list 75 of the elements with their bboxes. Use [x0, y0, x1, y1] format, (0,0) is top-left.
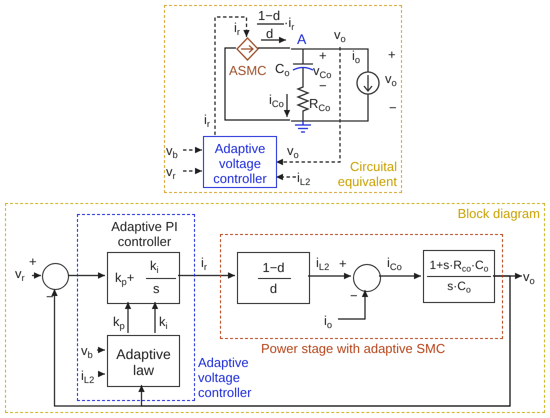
circuit-label: 1−d — [258, 8, 280, 23]
circuit-label: i$_{o}$ — [352, 48, 360, 63]
polarity-sign: + — [29, 254, 37, 269]
circuit-label: v$_{Co}$ — [313, 63, 332, 78]
node-label: A — [297, 32, 306, 47]
arrow — [183, 146, 202, 154]
controller-box — [203, 136, 277, 188]
signal-label: v$_{o}$ — [523, 269, 541, 287]
group-label: Power stage with adaptive SMC — [261, 341, 446, 356]
transfer-function-term: s — [153, 281, 160, 296]
arrow — [68, 272, 105, 279]
signal-label: v$_{b}$ — [166, 143, 184, 160]
circuit-label: i$_{r}$ — [234, 20, 240, 35]
summing-junction — [353, 264, 381, 292]
transfer-function-term: s·C$_{o}$ — [446, 279, 472, 294]
arrow — [124, 302, 132, 333]
edge-label: v$_{o}$ — [287, 143, 299, 158]
arrow — [97, 346, 105, 354]
arrow — [308, 272, 351, 280]
source-label: ASMC — [229, 63, 267, 78]
circuit-drawing — [291, 48, 380, 134]
edge-label: i$_{r}$ — [204, 112, 210, 127]
edge-label: k$_{i}$ — [159, 314, 168, 329]
circuit-label: v$_{o}$ — [385, 71, 397, 86]
group-label: Adaptive voltage controller — [198, 355, 252, 400]
arrow — [152, 302, 158, 333]
circuit-label: ·i$_{r}$ — [284, 15, 294, 30]
arrow — [183, 168, 202, 174]
polarity-sign: + — [319, 48, 327, 63]
group-label: Circuital equivalent — [336, 159, 397, 189]
arrow — [276, 47, 341, 166]
block-box — [423, 250, 495, 303]
component-label: C$_{o}$ — [275, 61, 290, 76]
transfer-function-term: k$_{p}$+ — [115, 270, 134, 285]
group-label: Block diagram — [458, 206, 540, 221]
signal-label: v$_{r}$ — [15, 266, 33, 284]
block-box — [237, 252, 310, 304]
arrow — [178, 272, 235, 279]
polarity-sign: + — [388, 47, 396, 62]
polarity-sign: − — [389, 100, 397, 115]
polarity-sign: + — [339, 256, 347, 271]
signal-label: i$_{L2}$ — [81, 368, 103, 385]
edge-label: i$_{Co}$ — [387, 255, 402, 270]
block-label: Adaptive voltage controller — [212, 141, 268, 186]
arrow — [32, 272, 41, 279]
circuit-label: i$_{Co}$ — [269, 92, 284, 107]
transfer-function-term: k$_{i}$ — [150, 258, 159, 273]
polarity-sign: − — [319, 78, 327, 93]
block-label: Adaptive law — [115, 346, 172, 378]
circuit-label: d — [266, 26, 274, 41]
summing-junction — [42, 263, 69, 290]
signal-label: i$_{o}$ — [324, 313, 340, 330]
edge-label: i$_{L2}$ — [316, 255, 330, 270]
arrow — [138, 275, 511, 407]
arrow — [98, 370, 105, 378]
edge-label: i$_{r}$ — [201, 255, 208, 270]
transfer-function-term: d — [268, 281, 278, 296]
block-title: Adaptive PI controller — [110, 219, 179, 249]
circuit-label: v$_{o}$ — [334, 27, 346, 42]
signal-label: v$_{r}$ — [166, 164, 184, 181]
arrow — [379, 272, 421, 280]
arrow — [214, 16, 250, 135]
edge-label: k$_{p}$ — [113, 314, 125, 329]
polarity-sign: − — [350, 288, 358, 303]
transfer-function-term: 1−d — [261, 260, 286, 275]
block-box — [107, 335, 180, 387]
transfer-function-term: 1+s·R$_{co}$·C$_{o}$ — [428, 258, 490, 273]
signal-label: i$_{L2}$ — [297, 170, 319, 187]
arrow — [276, 174, 296, 180]
arrow — [338, 290, 368, 320]
dashed-group-box — [5, 203, 545, 413]
signal-label: v$_{b}$ — [81, 343, 99, 360]
component-label: R$_{Co}$ — [309, 96, 330, 111]
polarity-sign: − — [46, 289, 54, 304]
dashed-group-box — [164, 5, 402, 193]
